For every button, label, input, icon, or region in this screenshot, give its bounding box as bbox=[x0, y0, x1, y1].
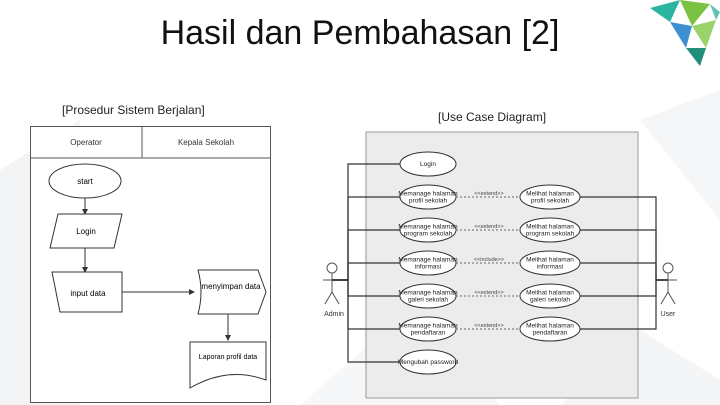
association-admin-6 bbox=[332, 279, 400, 363]
logo-shape bbox=[650, 0, 720, 66]
actor-admin-label: Admin bbox=[324, 311, 344, 318]
start-label: start bbox=[77, 177, 93, 186]
relation-label-2: <<include>> bbox=[474, 257, 504, 263]
flowchart-caption: [Prosedur Sistem Berjalan] bbox=[62, 103, 205, 117]
input-node bbox=[51, 271, 123, 313]
login-label: Login bbox=[76, 227, 96, 236]
save-label: menyimpan data bbox=[201, 282, 261, 291]
relation-label-1: <<extend>> bbox=[474, 224, 503, 230]
save-node bbox=[197, 269, 267, 315]
report-label: Laporan profil data bbox=[199, 354, 257, 361]
relation-label-4: <<extend>> bbox=[474, 323, 503, 329]
usecase-admin-label-6: Mengubah password bbox=[398, 359, 459, 366]
association-user-4 bbox=[580, 279, 668, 330]
usecase-admin-label-0: Login bbox=[420, 161, 436, 168]
relation-label-0: <<extend>> bbox=[474, 191, 503, 197]
svg-text:menyimpan data: menyimpan data bbox=[201, 282, 261, 291]
lane-operator: Operator bbox=[70, 138, 102, 147]
login-node bbox=[49, 213, 123, 249]
flowchart: Operator Kepala Sekolah start Login inpu… bbox=[30, 126, 271, 403]
actor-user bbox=[659, 262, 677, 305]
usecase-caption: [Use Case Diagram] bbox=[438, 110, 547, 124]
actor-user-label: User bbox=[661, 311, 676, 318]
lane-kepala-sekolah: Kepala Sekolah bbox=[178, 138, 234, 147]
actor-admin bbox=[323, 262, 341, 305]
slide-title: Hasil dan Pembahasan [2] bbox=[160, 14, 560, 52]
report-node bbox=[189, 341, 267, 389]
input-label: input data bbox=[70, 289, 106, 298]
relation-label-3: <<extend>> bbox=[474, 290, 503, 296]
